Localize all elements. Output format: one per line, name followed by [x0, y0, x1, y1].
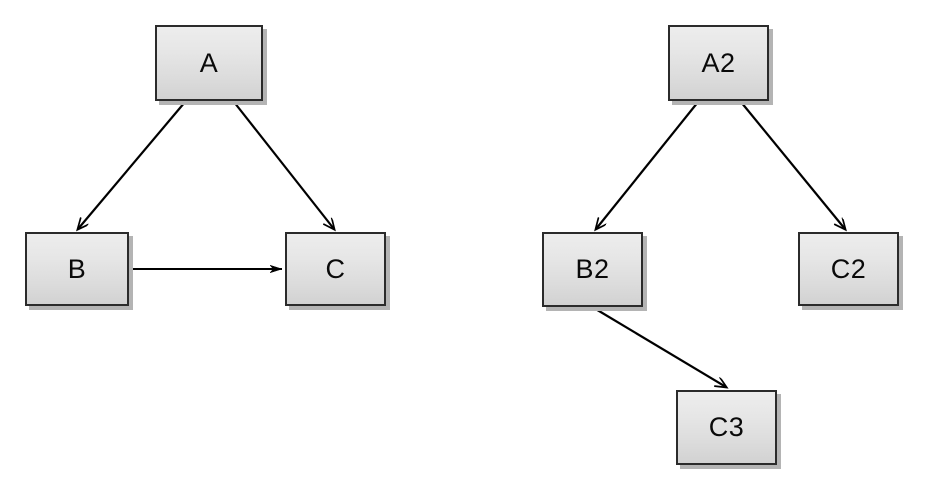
- node-a2[interactable]: A2: [668, 25, 769, 101]
- edge-b2-to-c3[interactable]: [593, 307, 726, 387]
- node-label-b2: B2: [575, 254, 610, 284]
- node-label-c2: C2: [830, 253, 867, 284]
- node-label-a: A: [199, 47, 219, 78]
- node-b2[interactable]: B2: [542, 232, 643, 307]
- edge-a-to-c[interactable]: [233, 101, 334, 229]
- node-label-c: C: [325, 253, 346, 284]
- node-label-a2: A2: [701, 47, 736, 78]
- edge-a-to-b[interactable]: [78, 101, 186, 229]
- edge-a2-to-c2[interactable]: [740, 101, 845, 229]
- node-c2[interactable]: C2: [798, 232, 899, 306]
- edge-a2-to-b2[interactable]: [596, 101, 699, 229]
- node-a[interactable]: A: [155, 25, 263, 101]
- node-label-b: B: [67, 253, 87, 284]
- node-c[interactable]: C: [285, 232, 386, 306]
- edges-group: [78, 101, 845, 387]
- node-b[interactable]: B: [25, 232, 129, 306]
- node-c3[interactable]: C3: [676, 390, 777, 465]
- node-label-c3: C3: [708, 412, 745, 442]
